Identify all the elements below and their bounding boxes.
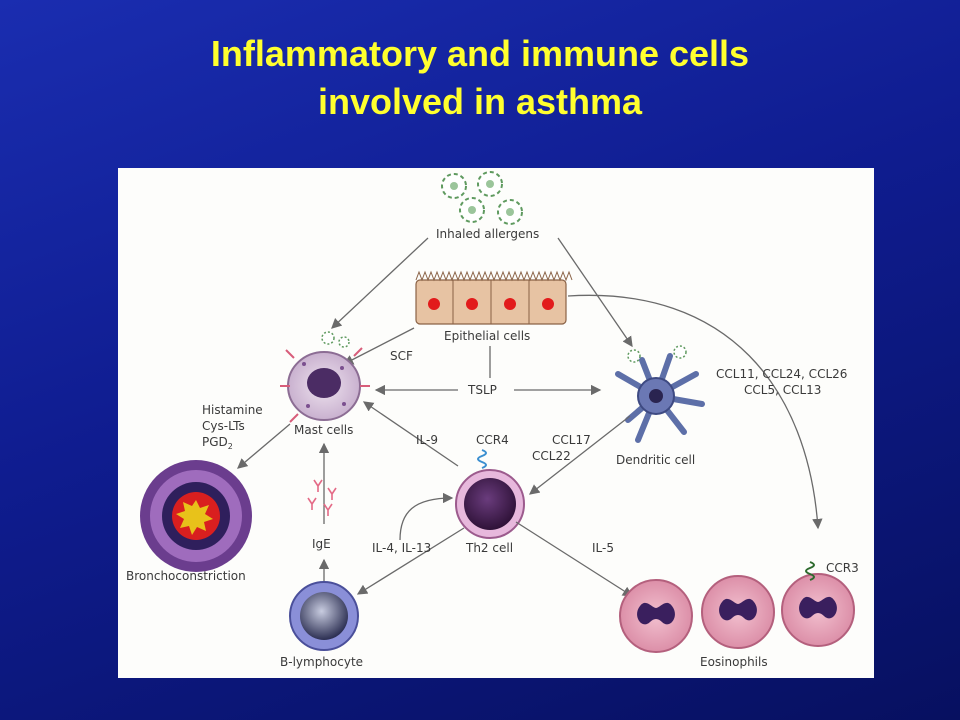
arrow-dendritic-to-th2 (528, 415, 631, 495)
ccr4-receptor-icon (477, 449, 487, 469)
label-mediator-2: Cys-LTs (202, 419, 245, 433)
eosinophil-icon-1 (619, 579, 693, 653)
arrow-epithelium-to-ccr3 (567, 294, 823, 530)
allergen-particles-icon (441, 171, 523, 225)
label-il9: IL-9 (416, 433, 438, 447)
slide-title: Inflammatory and immune cells involved i… (0, 30, 960, 126)
label-mediator-1: Histamine (202, 403, 263, 417)
arrow-allergen-to-mast (331, 237, 429, 329)
label-scf: SCF (390, 349, 413, 363)
arrow-th2-to-eosinophils (515, 521, 634, 597)
label-ige: IgE (312, 537, 331, 551)
ccr3-receptor-icon (805, 561, 815, 581)
label-il4-il13: IL-4, IL-13 (372, 541, 431, 555)
diagram-panel: Inhaled allergens Epithelial cells SCF T… (118, 168, 874, 678)
label-b-lymphocyte: B-lymphocyte (280, 655, 363, 669)
label-dendritic-cell: Dendritic cell (616, 453, 695, 467)
arrow-il9 (362, 401, 459, 467)
th2-cell-icon (455, 469, 525, 539)
label-th2-cell: Th2 cell (465, 541, 513, 555)
label-mediator-3: PGD2 (202, 435, 233, 451)
diagram-svg: Inhaled allergens Epithelial cells SCF T… (126, 171, 859, 669)
eosinophil-icon-3 (781, 573, 855, 647)
label-ccl22: CCL22 (532, 449, 571, 463)
epithelial-cells-icon (415, 270, 573, 325)
arrow-mast-to-bronchus (237, 423, 291, 469)
label-ccr3: CCR3 (826, 561, 859, 575)
label-mast-cells: Mast cells (294, 423, 353, 437)
arrow-th2-to-b (356, 527, 465, 595)
label-tslp: TSLP (467, 383, 497, 397)
arrow-allergen-to-dendritic (557, 237, 633, 348)
ige-antibody-icon (307, 479, 337, 516)
b-lymphocyte-icon (289, 581, 359, 651)
label-il5: IL-5 (592, 541, 614, 555)
mast-cell-icon (280, 331, 370, 423)
label-bronchoconstriction: Bronchoconstriction (126, 569, 246, 583)
dendritic-cell-icon (615, 345, 705, 443)
label-chemokines-top: CCL11, CCL24, CCL26 (716, 367, 847, 381)
title-line-1: Inflammatory and immune cells (210, 33, 750, 74)
label-inhaled-allergens: Inhaled allergens (436, 227, 539, 241)
label-chemokines-bottom: CCL5, CCL13 (744, 383, 821, 397)
arrow-scf (342, 327, 415, 365)
bronchus-icon (140, 460, 252, 572)
eosinophil-icon-2 (701, 575, 775, 649)
arrow-il4-loop (399, 492, 454, 541)
title-line-2: involved in asthma (317, 81, 643, 122)
label-eosinophils: Eosinophils (700, 655, 768, 669)
label-ccl17: CCL17 (552, 433, 591, 447)
label-epithelial-cells: Epithelial cells (444, 329, 530, 343)
label-ccr4: CCR4 (476, 433, 509, 447)
